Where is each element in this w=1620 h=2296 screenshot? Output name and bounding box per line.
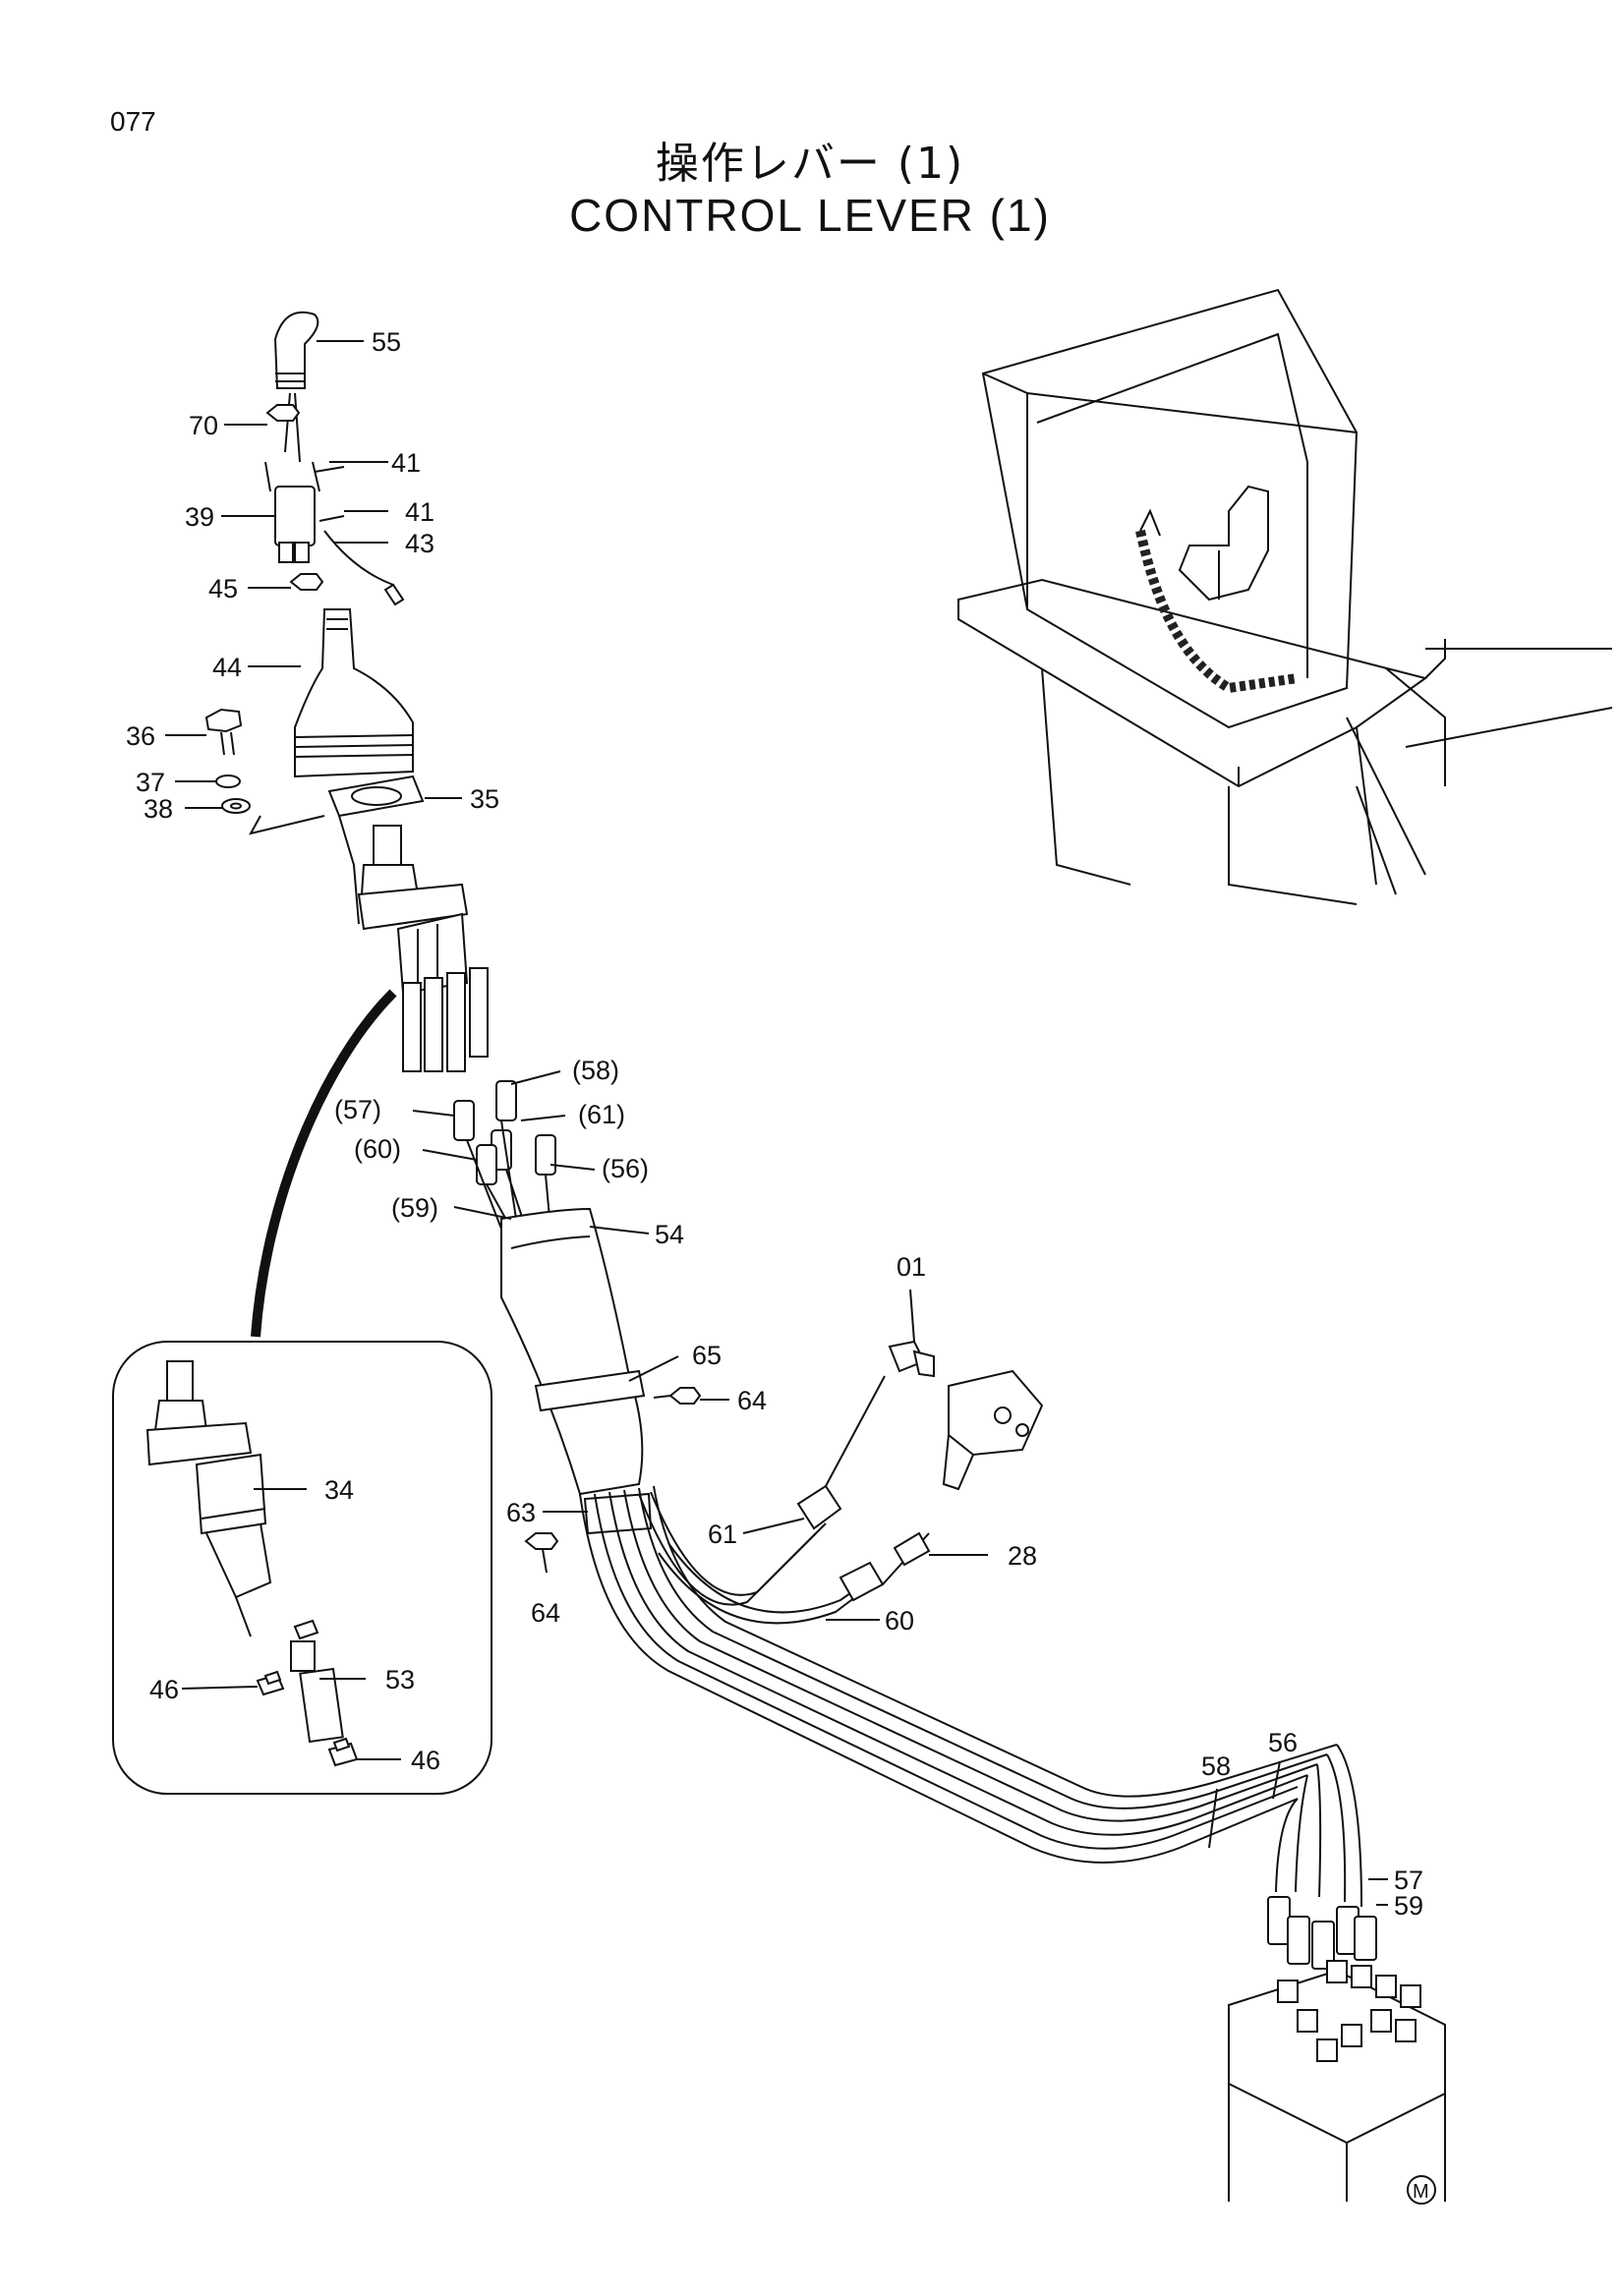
leader-lines	[165, 340, 1388, 1906]
callout-64-upper: 64	[737, 1386, 767, 1415]
callout-28: 28	[1008, 1541, 1037, 1571]
callout-35: 35	[470, 784, 499, 814]
manufacturer-mark: M	[1407, 2175, 1436, 2205]
callout-70: 70	[189, 411, 218, 440]
page-number: 077	[110, 106, 156, 137]
callout-59-ref: (59)	[391, 1193, 438, 1223]
callout-61: 61	[708, 1520, 737, 1549]
callout-58-ref: (58)	[572, 1056, 619, 1085]
callout-36: 36	[126, 721, 155, 751]
callout-39: 39	[185, 502, 214, 532]
callout-41-upper: 41	[391, 448, 421, 478]
lever-assembly	[204, 311, 702, 1574]
callout-59: 59	[1394, 1891, 1423, 1921]
callout-45: 45	[208, 574, 238, 603]
callout-labels: 55 70 41 39 41 43 45 44 36 37 38 35 (58)…	[126, 327, 1423, 1921]
callout-44: 44	[212, 653, 242, 682]
callout-63: 63	[506, 1498, 536, 1527]
callout-54: 54	[655, 1220, 684, 1249]
callout-46-left: 46	[149, 1675, 179, 1704]
title-japanese: 操作レバー (1)	[655, 139, 965, 189]
callout-46-right: 46	[411, 1746, 440, 1775]
callout-56-ref: (56)	[602, 1154, 649, 1183]
callout-57: 57	[1394, 1866, 1423, 1895]
callout-37: 37	[136, 768, 165, 797]
callout-34: 34	[324, 1475, 354, 1505]
callout-01: 01	[897, 1252, 926, 1282]
callout-53: 53	[385, 1665, 415, 1694]
detail-box	[112, 1341, 492, 1795]
callout-58: 58	[1201, 1751, 1231, 1781]
callout-60-ref: (60)	[354, 1134, 401, 1164]
callout-38: 38	[144, 794, 173, 824]
callout-64-lower: 64	[531, 1598, 560, 1628]
callout-57-ref: (57)	[334, 1095, 381, 1124]
cab-overview	[957, 288, 1613, 905]
callout-65: 65	[692, 1341, 722, 1370]
hoses	[579, 1340, 1446, 2202]
callout-61-ref: (61)	[578, 1100, 625, 1129]
callout-41-lower: 41	[405, 497, 434, 527]
callout-56: 56	[1268, 1728, 1298, 1757]
callout-55: 55	[372, 327, 401, 357]
title-english: CONTROL LEVER (1)	[569, 190, 1051, 241]
manufacturer-mark-letter: M	[1413, 2181, 1429, 2203]
callout-60: 60	[885, 1606, 914, 1636]
callout-43: 43	[405, 529, 434, 558]
